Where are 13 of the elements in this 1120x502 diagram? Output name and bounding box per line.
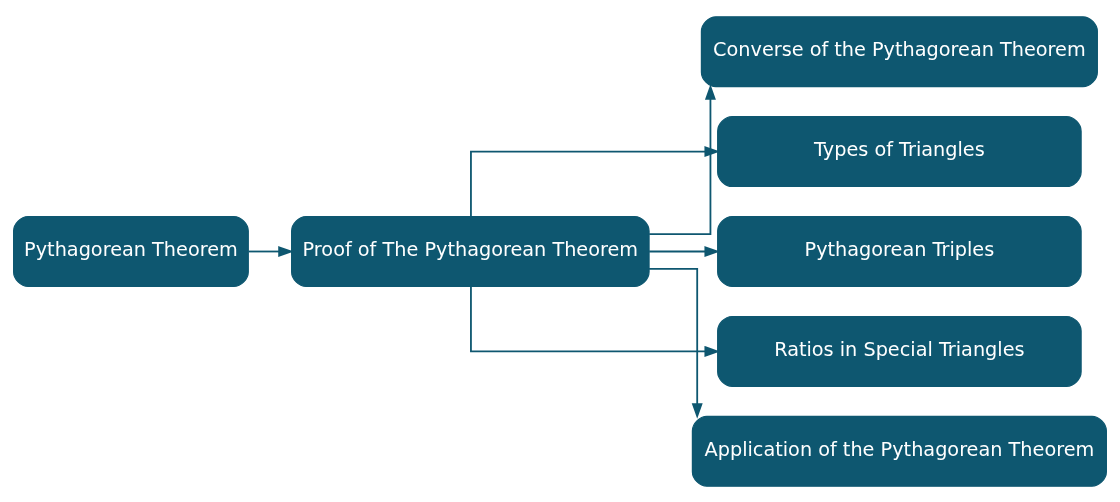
node-box: Converse of the Pythagorean Theorem: [700, 15, 1098, 87]
arrow: [648, 267, 703, 419]
arrow: [247, 245, 294, 257]
node-box: Proof of The Pythagorean Theorem: [291, 215, 650, 287]
node-box: Application of the Pythagorean Theorem: [691, 415, 1107, 487]
arrow: [648, 245, 721, 257]
arrow: [470, 145, 721, 217]
node-box: Types of Triangles: [717, 115, 1082, 187]
node-box: Pythagorean Theorem: [13, 215, 249, 287]
arrow: [470, 285, 721, 357]
arrow: [648, 83, 716, 235]
node-box: Ratios in Special Triangles: [717, 315, 1082, 387]
node-box: Pythagorean Triples: [717, 215, 1082, 287]
